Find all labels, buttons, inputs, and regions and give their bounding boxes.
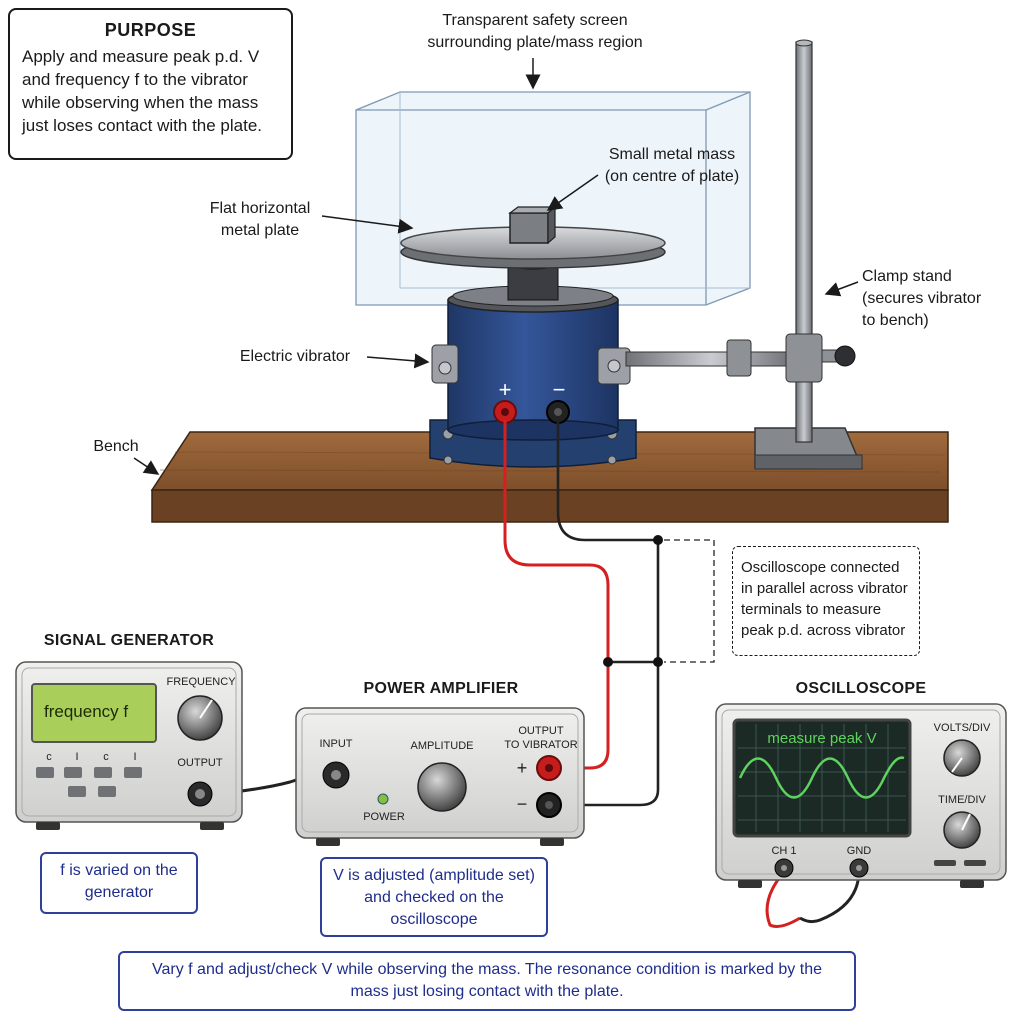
scope-screen-text: measure peak V	[767, 730, 877, 747]
amplifier-input-label: INPUT	[319, 738, 353, 750]
power-amplifier-title: POWER AMPLIFIER	[363, 680, 519, 697]
amplifier-output-label: OUTPUT TO VIBRATOR	[504, 725, 578, 751]
oscilloscope-probe-leads	[765, 871, 861, 928]
volts-div-label: VOLTS/DIV	[933, 722, 991, 734]
gnd-label: GND	[846, 845, 872, 857]
signal-generator-title: SIGNAL GENERATOR	[43, 632, 215, 649]
red-lead	[503, 420, 610, 770]
power-amplifier	[295, 707, 585, 846]
generator-output-label: OUTPUT	[177, 757, 223, 769]
electric-vibrator	[429, 258, 637, 468]
metal-mass	[508, 205, 557, 245]
bench-label: Bench	[93, 438, 139, 455]
vibrator-minus-label: −	[553, 377, 566, 402]
oscilloscope-connection-note: Oscilloscope connected in parallel acros…	[732, 546, 920, 656]
purpose-box: PURPOSE Apply and measure peak p.d. V an…	[8, 8, 293, 160]
frequency-display: frequency f	[44, 702, 129, 721]
signal-generator	[15, 661, 243, 830]
purpose-title: PURPOSE	[104, 20, 197, 40]
time-div-label: TIME/DIV	[938, 794, 986, 806]
clamp-stand-label: Clamp stand (secures vibrator to bench)	[862, 268, 982, 329]
oscilloscope	[715, 703, 1007, 888]
clamp-stand	[625, 39, 864, 470]
ch1-label: CH 1	[771, 845, 797, 857]
amplifier-minus-label: −	[516, 794, 528, 814]
generator-note: f is varied on the generator	[40, 852, 198, 914]
amplifier-plus-label: +	[516, 758, 528, 778]
amplifier-note: V is adjusted (amplitude set) and checke…	[320, 857, 548, 937]
oscilloscope-title: OSCILLOSCOPE	[795, 680, 927, 697]
metal-mass-label: Small metal mass (on centre of plate)	[604, 146, 740, 185]
purpose-text: Apply and measure peak p.d. V and freque…	[22, 47, 263, 135]
metal-plate-label: Flat horizontal metal plate	[209, 200, 311, 239]
black-lead	[556, 420, 715, 807]
power-led-label: POWER	[363, 811, 405, 823]
bottom-note: Vary f and adjust/check V while observin…	[118, 951, 856, 1011]
vibrator-plus-label: +	[499, 377, 512, 402]
scope-trace	[738, 756, 905, 799]
electric-vibrator-label: Electric vibrator	[239, 348, 351, 365]
annotation-arrows	[133, 58, 859, 475]
frequency-knob-label: FREQUENCY	[166, 676, 236, 688]
safety-screen-label: Transparent safety screen surrounding pl…	[427, 12, 643, 51]
amplitude-knob-label: AMPLITUDE	[410, 740, 474, 752]
